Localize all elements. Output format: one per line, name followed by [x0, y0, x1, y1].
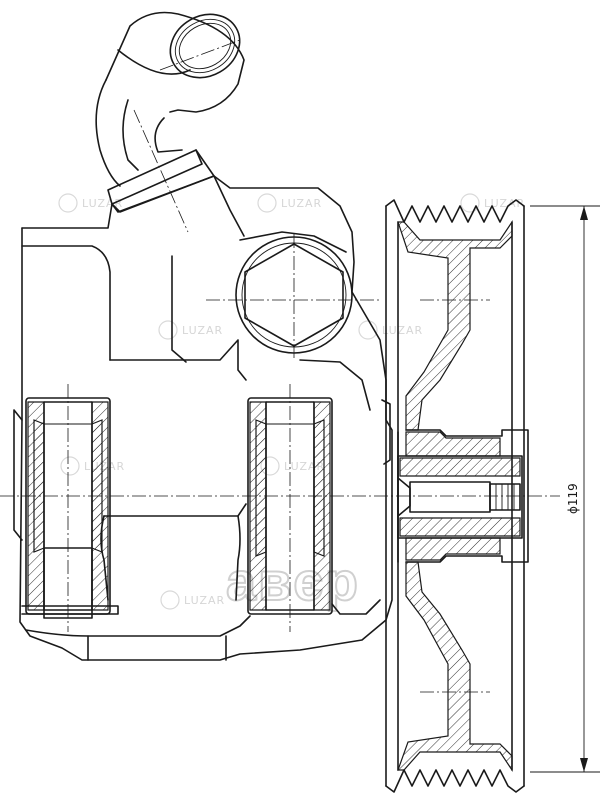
svg-text:LUZAR: LUZAR — [182, 324, 223, 337]
right-bolt-section — [247, 397, 333, 615]
svg-text:LUZAR: LUZAR — [382, 324, 423, 337]
svg-text:LUZAR: LUZAR — [484, 197, 525, 210]
watermark-4: LUZAR — [158, 320, 223, 340]
watermark-2: LUZAR — [257, 193, 322, 213]
diameter-label: ϕ119 — [566, 483, 580, 514]
brand-logo: авєр — [226, 552, 360, 612]
svg-text:LUZAR: LUZAR — [281, 197, 322, 210]
dimension-arrow-top — [580, 206, 588, 220]
dimension-arrow-bottom — [580, 758, 588, 772]
diameter-dimension: ϕ119 — [530, 205, 600, 773]
watermark-8: LUZAR — [160, 590, 225, 610]
pump-housing — [13, 175, 393, 661]
pulley — [385, 199, 529, 793]
svg-text:LUZAR: LUZAR — [184, 594, 225, 607]
watermark-5: LUZAR — [358, 320, 423, 340]
left-bolt-section — [21, 397, 119, 619]
hose-fitting — [95, 11, 245, 237]
centerlines — [0, 39, 560, 693]
watermark-3: LUZAR — [460, 193, 525, 213]
